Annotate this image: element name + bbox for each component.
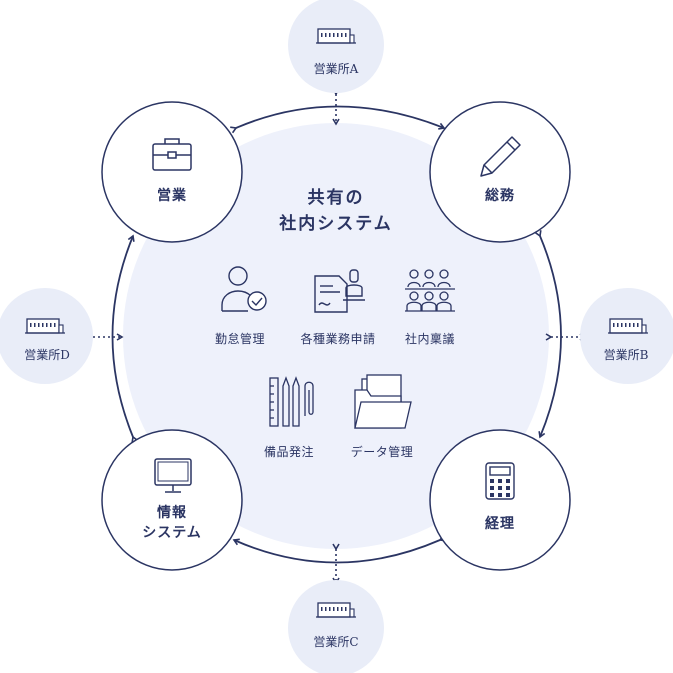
building-icon [25, 318, 65, 334]
feature-data-label: データ管理 [350, 445, 414, 459]
dept-accounting-label: 経理 [485, 516, 515, 532]
office-d-label: 営業所D [24, 348, 70, 362]
dept-accounting-circle [429, 429, 571, 571]
feature-attendance-label: 勤怠管理 [214, 332, 266, 346]
calculator-icon [485, 462, 515, 500]
office-c-circle [288, 580, 384, 673]
dept-it-circle [101, 429, 243, 571]
monitor-icon [154, 458, 192, 493]
feature-applications-label: 各種業務申請 [300, 332, 376, 346]
office-b-circle [580, 288, 673, 384]
dept-general-circle [429, 101, 571, 243]
feature-approval-label: 社内稟議 [404, 332, 456, 346]
pencil-icon [480, 136, 521, 177]
center-circle [123, 123, 549, 549]
dept-it-label-line1: 情報 [157, 505, 187, 521]
office-a-circle [288, 0, 384, 93]
center-title-line2: 社内システム [279, 214, 393, 234]
feature-supplies-label: 備品発注 [263, 445, 315, 459]
meeting-icon [405, 269, 455, 312]
office-d-circle [0, 288, 93, 384]
center-title-line1: 共有の [307, 188, 365, 208]
building-icon [608, 318, 648, 334]
dept-sales-label: 営業 [157, 188, 187, 204]
stamp-document-icon [314, 269, 365, 313]
folder-icon [354, 374, 412, 429]
user-check-icon [221, 266, 267, 312]
office-b-label: 営業所B [603, 348, 649, 362]
office-a-label: 営業所A [313, 62, 359, 76]
dept-general-label: 総務 [485, 188, 515, 204]
briefcase-icon [152, 138, 192, 171]
dept-it-label-line2: システム [142, 525, 202, 541]
stationery-icon [269, 376, 314, 427]
building-icon [316, 28, 356, 44]
building-icon [316, 602, 356, 618]
dept-sales-circle [101, 101, 243, 243]
office-c-label: 営業所C [313, 635, 359, 649]
